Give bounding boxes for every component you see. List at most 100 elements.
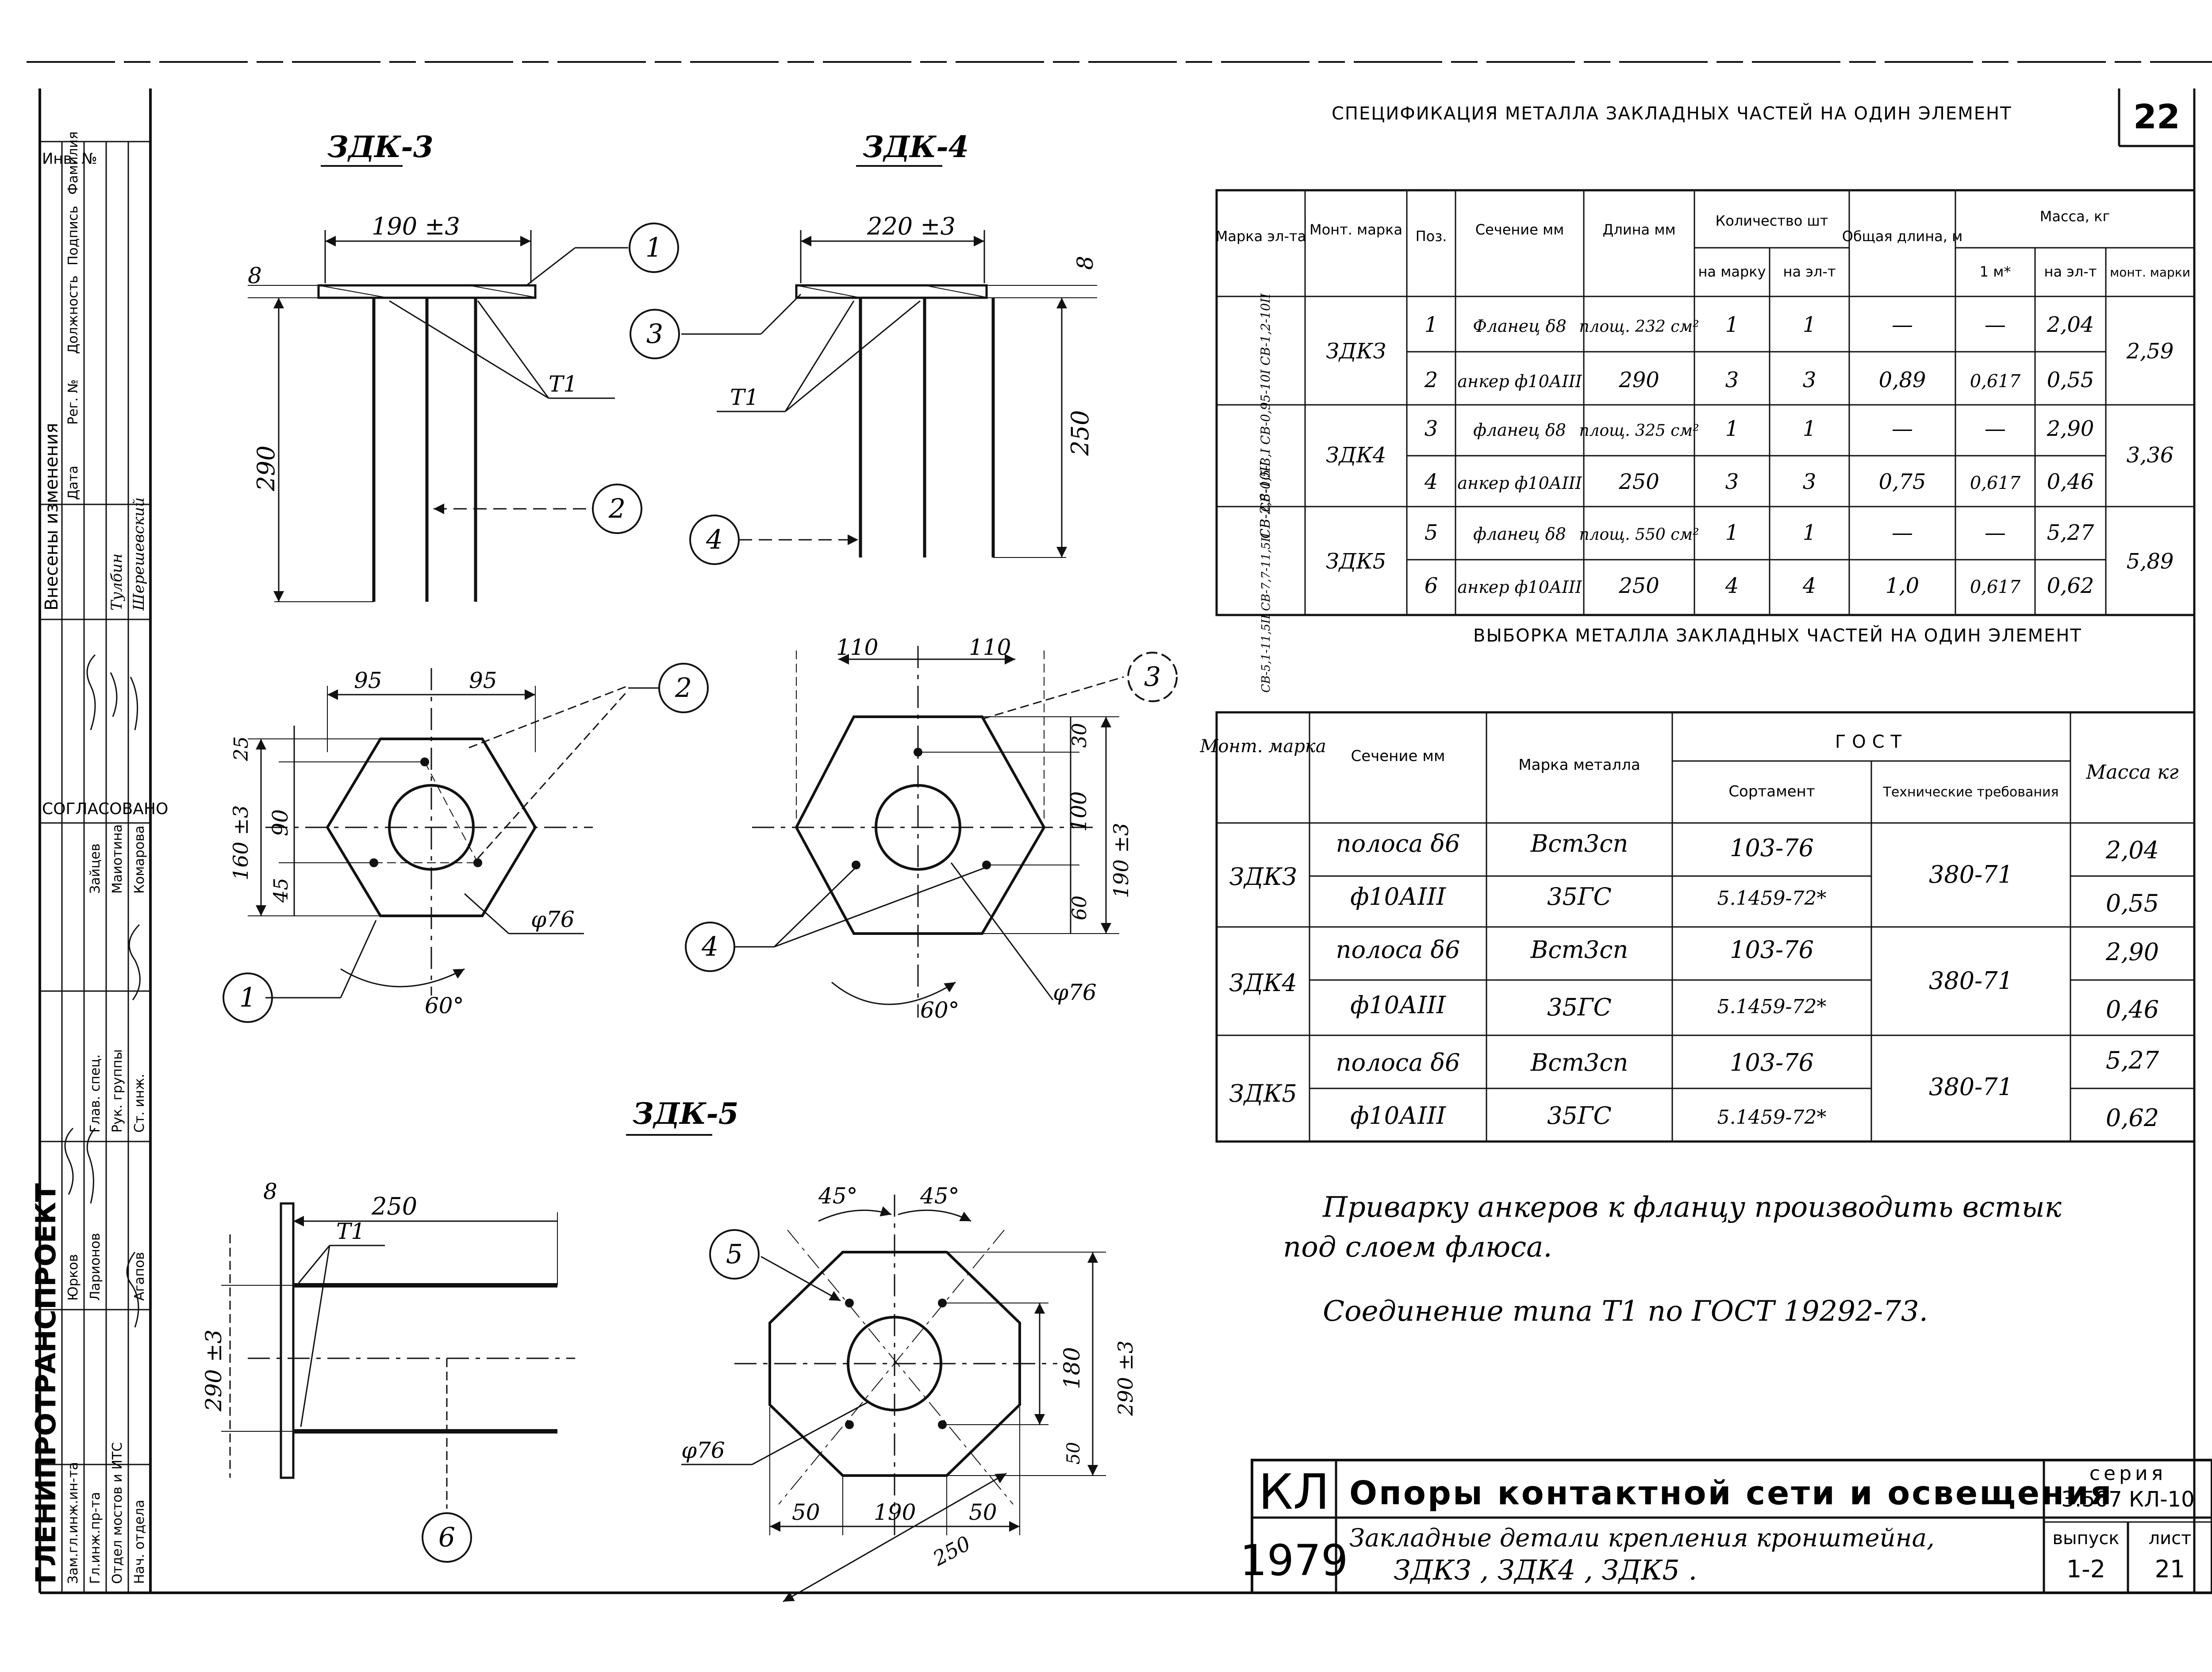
staff-role-1: Зам.гл.инж.ин-та: [65, 1462, 81, 1584]
spec-me-6: 0,62: [2047, 573, 2094, 598]
sample-h-gost: ГОСТ: [1835, 732, 1908, 752]
zdk3-weld-label: T1: [549, 371, 577, 397]
spec-len-3: площ. 325 см²: [1579, 422, 1699, 440]
staff-role-4: Нач. отдела: [132, 1500, 147, 1584]
spec-qm-4: 3: [1725, 469, 1739, 494]
staff-name-1: Юрков: [65, 1254, 81, 1301]
zdk4-plan-d3: 60: [1068, 896, 1091, 920]
institute-name: ГЛЕНИПРОТРАНСПРОЕКТ: [30, 1183, 62, 1584]
callout-3-plan: [1127, 652, 1178, 702]
zdk3-plan-total: 160 ±3: [229, 805, 253, 880]
spec-len-2: 290: [1618, 368, 1659, 392]
staff-name-4: Агапов: [132, 1252, 147, 1301]
sample-h-mass: Масса кг: [2085, 761, 2178, 784]
spec-h-mass: Масса, кг: [2040, 208, 2110, 225]
issue-value: 1-2: [2066, 1555, 2105, 1583]
zdk3-title: ЗДК-3: [327, 130, 434, 164]
spec-m1-4: 0,617: [1970, 473, 2021, 493]
staff-role-6: Рук. группы: [110, 1049, 125, 1133]
sample-h-steel: Марка металла: [1518, 756, 1640, 774]
zdk3-thick-dim: 8: [248, 263, 262, 288]
spec-m1-3: —: [1985, 416, 2006, 441]
sample-steel-3: Вст3сп: [1530, 936, 1628, 964]
spec-sec-3: фланец δ8: [1473, 420, 1566, 440]
spec-pos-4: 4: [1424, 469, 1438, 494]
change-col-reg: Рег. №: [65, 379, 81, 425]
callout-3-top-text: 3: [646, 319, 663, 350]
callout-1-top: [629, 223, 679, 273]
spec-m1-6: 0,617: [1970, 577, 2021, 597]
issue-label: выпуск: [2052, 1528, 2119, 1549]
zdk4-plan-d2: 100: [1067, 791, 1091, 832]
zdk3-width-dim: 190 ±3: [372, 212, 460, 240]
spec-h-mass-el: на эл-т: [2044, 263, 2097, 280]
callout-5-text: 5: [726, 1239, 743, 1270]
zdk5-weld-label: T1: [336, 1218, 365, 1244]
title-sub-1: Закладные детали крепления кронштейна,: [1349, 1524, 1935, 1553]
zdk4-plan-d1: 30: [1068, 723, 1091, 748]
spec-mass-mount-2: 3,36: [2127, 443, 2174, 468]
staff-name-5: Зайцев: [88, 843, 103, 894]
callout-1-plan: [223, 972, 273, 1023]
callout-1-plan-text: 1: [239, 982, 256, 1013]
spec-pos-5: 5: [1425, 520, 1438, 545]
zdk3-plan-d2: 90: [268, 809, 293, 836]
spec-len-6: 250: [1618, 573, 1659, 598]
zdk5-plan-total: 290 ±3: [1114, 1341, 1137, 1416]
zdk3-plan-d1: 25: [230, 736, 253, 761]
callout-3-top: [630, 309, 680, 359]
spec-h-section: Сечение мм: [1475, 221, 1564, 238]
signature-scribbles: [64, 654, 141, 1328]
spec-table-title: СПЕЦИФИКАЦИЯ МЕТАЛЛА ЗАКЛАДНЫХ ЧАСТЕЙ НА…: [1332, 103, 2012, 124]
spec-mark-1: ЗДКЗ: [1326, 339, 1386, 364]
zdk5-plan-d1: 180: [1059, 1347, 1085, 1389]
sample-gost-2: 5.1459-72*: [1717, 887, 1827, 910]
spec-qe-3: 1: [1803, 416, 1816, 441]
sheet-value: 21: [2155, 1555, 2185, 1583]
sample-mass-1: 2,04: [2105, 836, 2159, 864]
title-sub-2: ЗДКЗ , ЗДК4 , ЗДК5 .: [1394, 1554, 1697, 1586]
series-label: серия: [2089, 1462, 2166, 1485]
zdk4-weld-label: T1: [730, 384, 759, 410]
sample-h-section: Сечение мм: [1351, 747, 1445, 765]
sample-table: ВЫБОРКА МЕТАЛЛА ЗАКЛАДНЫХ ЧАСТЕЙ НА ОДИН…: [1199, 625, 2196, 1143]
zdk5-bottom-left: 50: [792, 1499, 820, 1525]
spec-pos-3: 3: [1425, 416, 1438, 441]
sample-mass-2: 0,55: [2106, 889, 2159, 917]
sample-gost-1: 103-76: [1730, 834, 1814, 862]
sample-sec-6: ф10АIII: [1350, 1102, 1447, 1130]
zdk5-title: ЗДК-5: [633, 1096, 739, 1131]
spec-qe-6: 4: [1802, 573, 1816, 598]
spec-qe-2: 3: [1803, 368, 1816, 392]
spec-len-1: площ. 232 см²: [1579, 318, 1699, 336]
spec-h-qty-mark: на марку: [1698, 263, 1766, 280]
spec-h-mass-mount: монт. марки: [2110, 265, 2190, 280]
staff-role-3: Отдел мостов и ИТС: [110, 1442, 125, 1584]
zdk5-angle-left: 45°: [818, 1183, 858, 1209]
zdk5-bottom-mid: 190: [874, 1499, 916, 1525]
spec-mass-mount-1: 2,59: [2126, 339, 2174, 364]
spec-mark-2: ЗДК4: [1326, 443, 1386, 468]
spec-table: СПЕЦИФИКАЦИЯ МЕТАЛЛА ЗАКЛАДНЫХ ЧАСТЕЙ НА…: [1215, 103, 2196, 693]
title-main: Опоры контактной сети и освещения: [1349, 1474, 2113, 1512]
change-col-sign: Подпись: [65, 206, 81, 265]
callout-2-top-text: 2: [608, 493, 626, 524]
spec-el-mark-3: СВ-5,1-11,5II СВ-7,7-11,5II: [1260, 533, 1273, 693]
note-line-1: Приварку анкеров к фланцу производить вс…: [1322, 1191, 2062, 1224]
spec-pos-1: 1: [1425, 312, 1438, 337]
sample-h-mount: Монт. марка: [1199, 736, 1326, 757]
change-col-surname: Фамилия: [65, 131, 81, 195]
staff-name-6: Маиотина: [110, 824, 125, 894]
spec-sec-2: анкер ф10АIII: [1457, 372, 1582, 391]
spec-sec-4: анкер ф10АIII: [1457, 473, 1582, 493]
spec-m1-5: —: [1985, 520, 2006, 545]
sample-h-tech: Технические требования: [1883, 784, 2059, 800]
spec-h-qty: Количество шт: [1716, 212, 1828, 229]
zdk3-plan: 95 95 25 90 45 160 ±3 φ76 60° 2 1: [223, 663, 709, 1023]
zdk4-diam: φ76: [1053, 980, 1097, 1005]
zdk3-height-dim: 290: [252, 446, 280, 492]
spec-mass-mount-3: 5,89: [2127, 549, 2174, 574]
zdk3-plan-d3: 45: [270, 878, 292, 903]
spec-me-2: 0,55: [2047, 368, 2094, 392]
spec-tl-5: —: [1892, 520, 1913, 545]
